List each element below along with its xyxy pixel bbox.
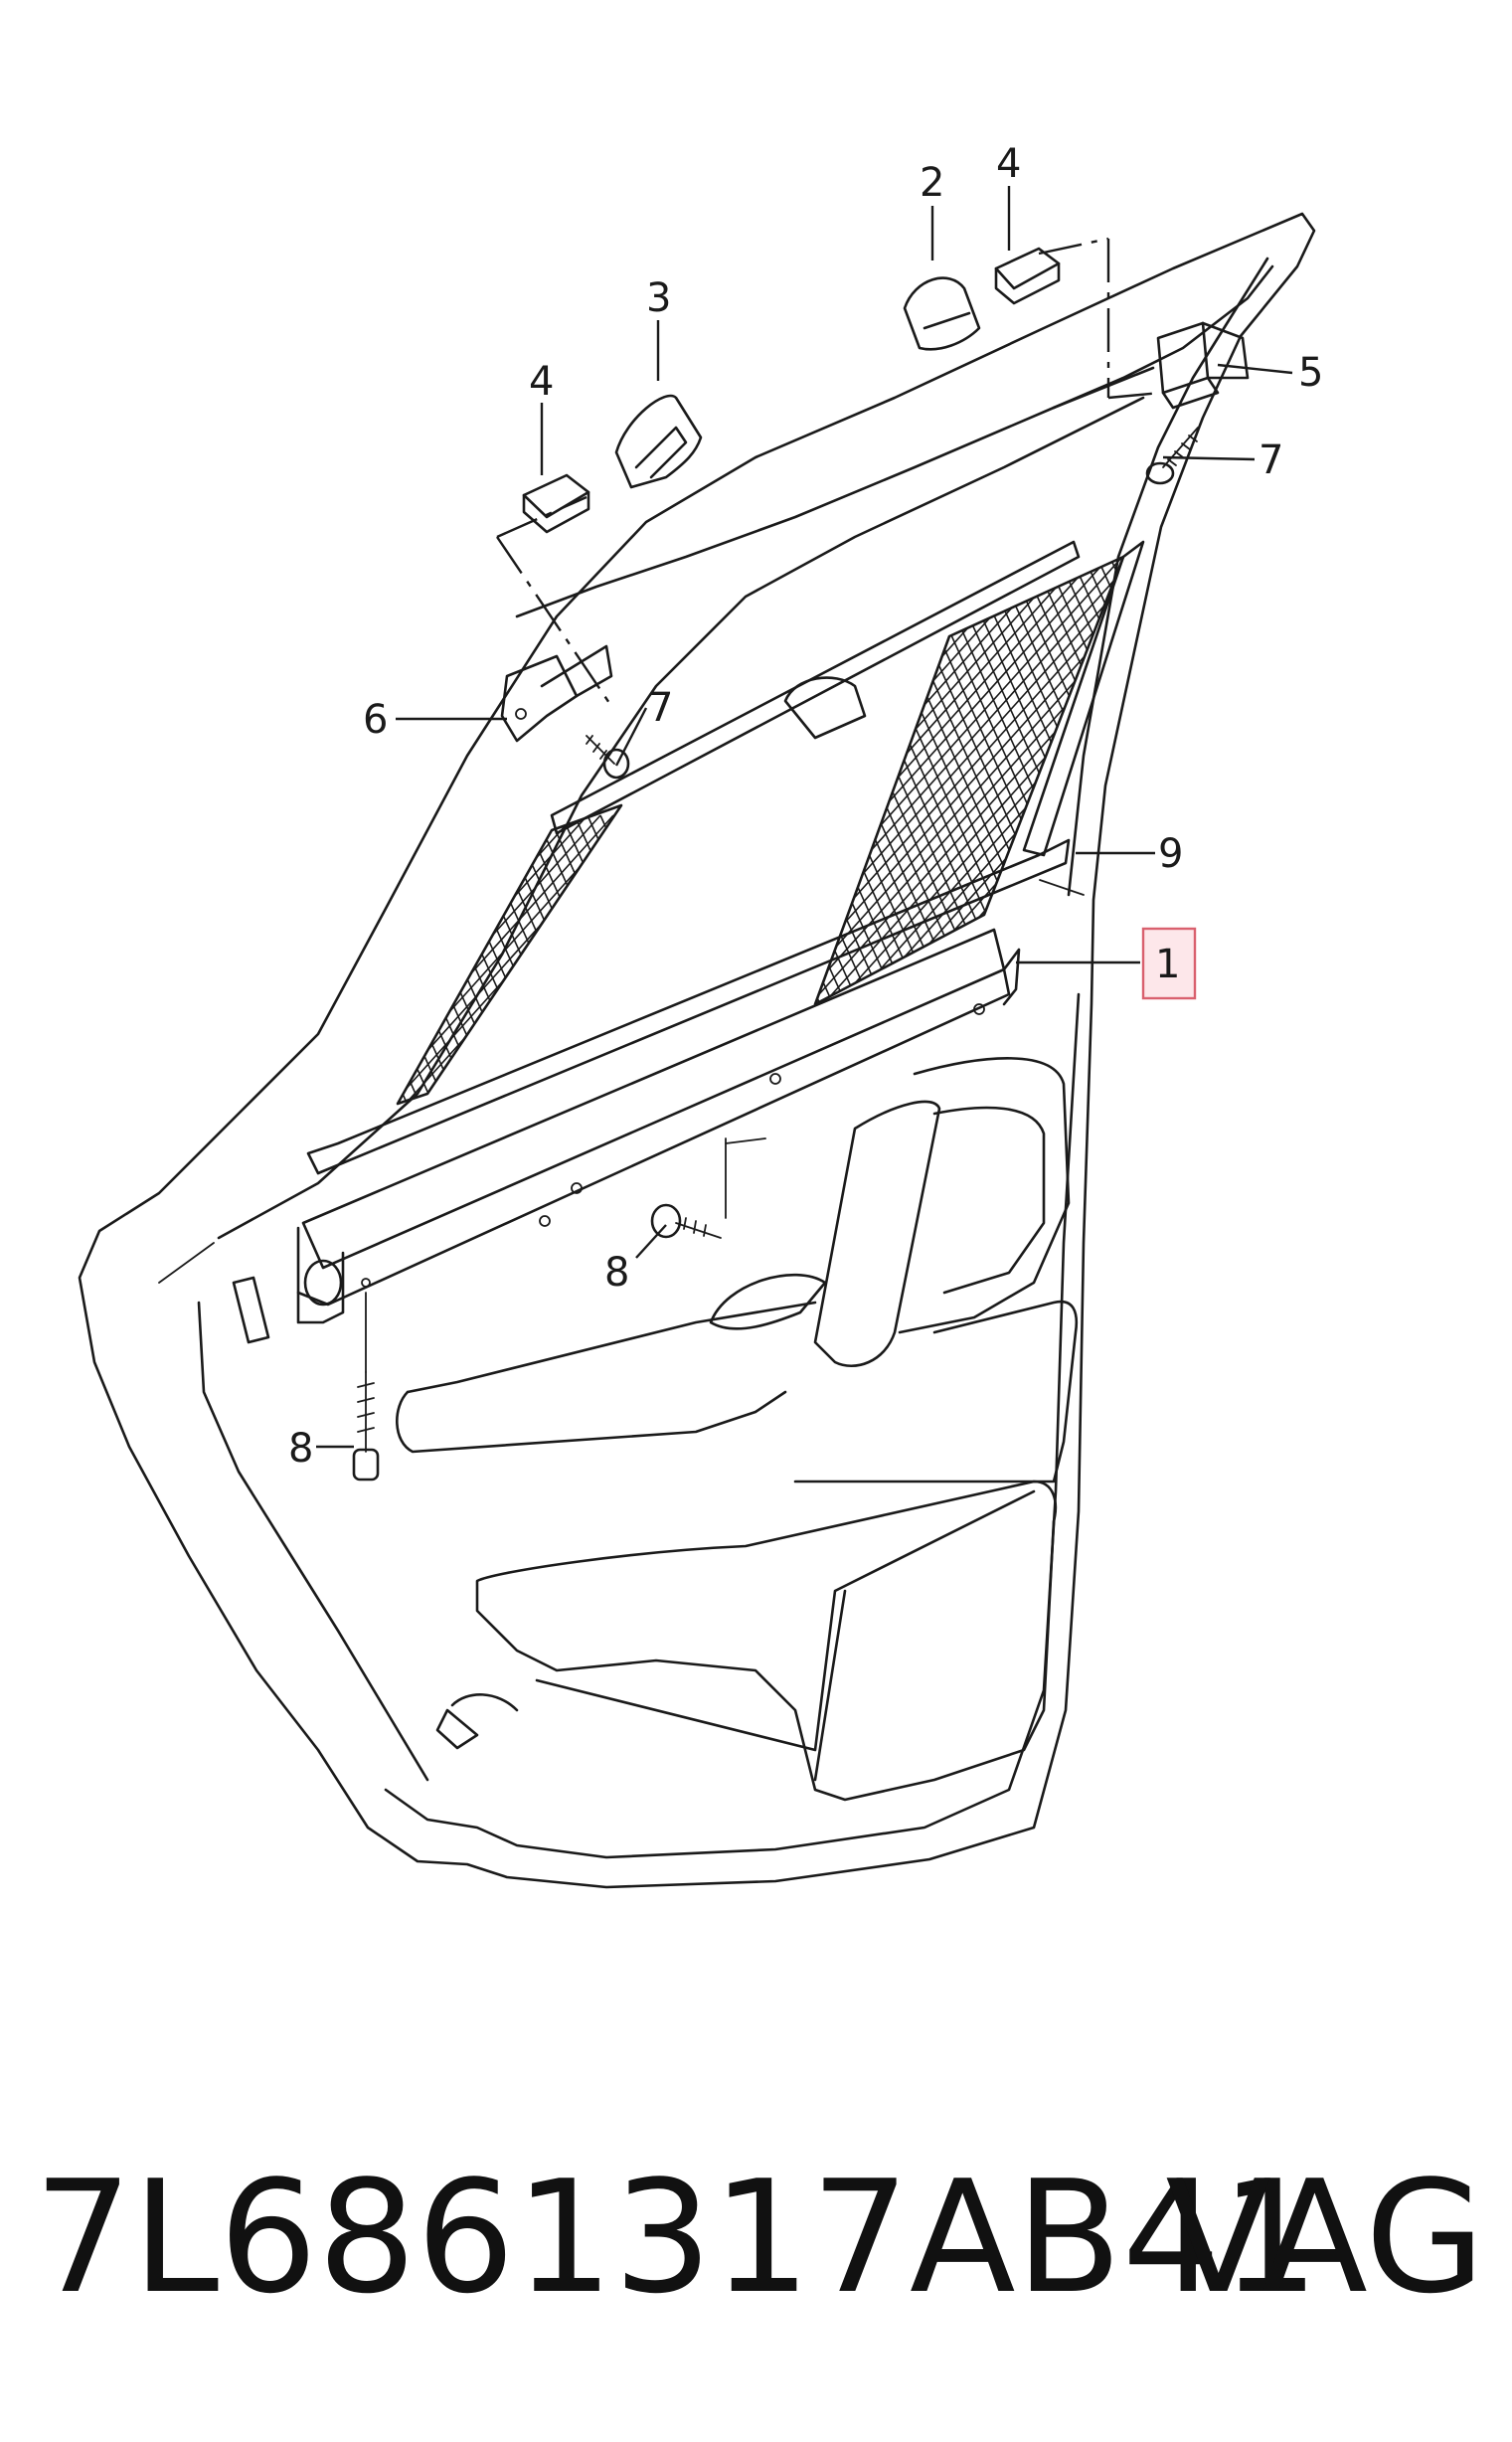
brand-name: VAG [1165, 2147, 1485, 2328]
callout-2: 2 [920, 160, 944, 206]
upper-clips [500, 247, 1250, 743]
callout-labels: 1 2 3 4 4 5 6 7 7 8 8 9 [288, 141, 1323, 1472]
door-trim-panel [78, 212, 1316, 1889]
callout-1-highlight [1141, 927, 1197, 1000]
callout-4-right: 4 [996, 141, 1021, 187]
callout-7-right: 7 [1259, 437, 1283, 483]
mesh-right [813, 555, 1125, 1006]
screws [352, 427, 1199, 1482]
door-handle-area [232, 1057, 1079, 1802]
part-number: 7L6861317AB41 [34, 2147, 1320, 2328]
callout-6: 6 [363, 697, 388, 743]
callout-5: 5 [1298, 350, 1323, 396]
mounting-rail [296, 928, 1021, 1324]
part-info: 7L6861317AB41 VAG [34, 2158, 1485, 2317]
callout-3: 3 [646, 275, 671, 321]
callout-8-lower: 8 [288, 1426, 313, 1472]
callout-9: 9 [1158, 831, 1183, 877]
callout-4-left: 4 [529, 359, 554, 405]
callout-7-left: 7 [648, 685, 673, 731]
callout-1: 1 [1155, 942, 1180, 987]
assembly-guide-lines [365, 237, 1162, 1373]
callout-8-upper: 8 [604, 1250, 629, 1296]
leader-lines [316, 186, 1293, 1449]
